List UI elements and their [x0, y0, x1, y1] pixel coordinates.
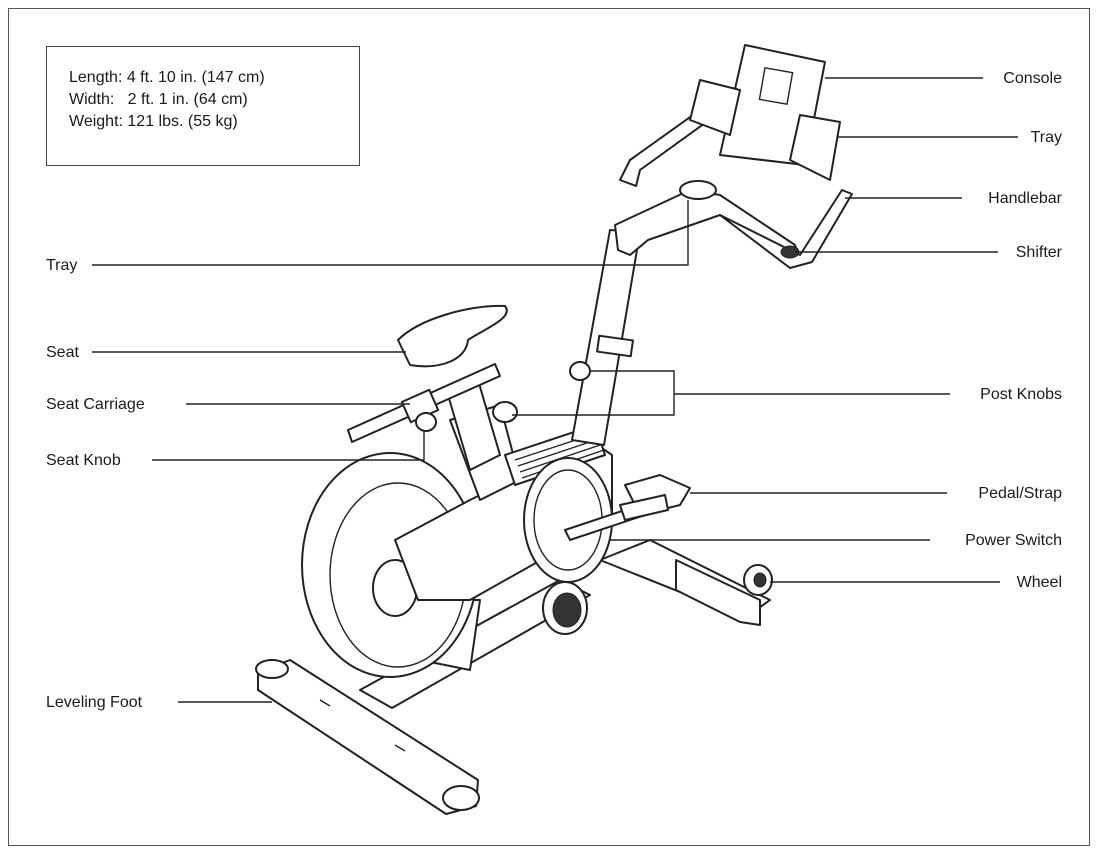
- label-wheel: Wheel: [1016, 574, 1062, 591]
- label-seat-carriage: Seat Carriage: [46, 396, 145, 413]
- console-and-trays: [689, 44, 841, 181]
- spec-length: Length: 4 ft. 10 in. (147 cm): [69, 69, 265, 86]
- label-leveling-foot: Leveling Foot: [46, 694, 143, 711]
- rear-base: [255, 659, 480, 815]
- diagram-frame: [8, 8, 1090, 846]
- label-seat-knob: Seat Knob: [46, 452, 121, 469]
- handlebars: [614, 109, 853, 269]
- label-tray-right: Tray: [1030, 129, 1062, 146]
- label-console: Console: [1003, 70, 1062, 87]
- label-shifter: Shifter: [1015, 244, 1062, 261]
- label-handlebar: Handlebar: [988, 190, 1062, 207]
- handlebar-post: [569, 229, 641, 446]
- crank-and-pedal: [523, 457, 691, 583]
- label-post-knobs: Post Knobs: [980, 386, 1062, 403]
- transport-wheel: [743, 564, 773, 596]
- callout-leaders: [92, 77, 1018, 703]
- label-power-switch: Power Switch: [965, 532, 1062, 549]
- label-pedal-strap: Pedal/Strap: [978, 485, 1062, 502]
- label-tray-left: Tray: [46, 257, 78, 274]
- specifications-box: Length: 4 ft. 10 in. (147 cm) Width: 2 f…: [46, 46, 360, 166]
- spec-weight: Weight: 121 lbs. (55 kg): [69, 113, 238, 130]
- seat-assembly: [347, 304, 518, 471]
- spec-width: Width: 2 ft. 1 in. (64 cm): [69, 91, 248, 108]
- label-seat: Seat: [46, 344, 79, 361]
